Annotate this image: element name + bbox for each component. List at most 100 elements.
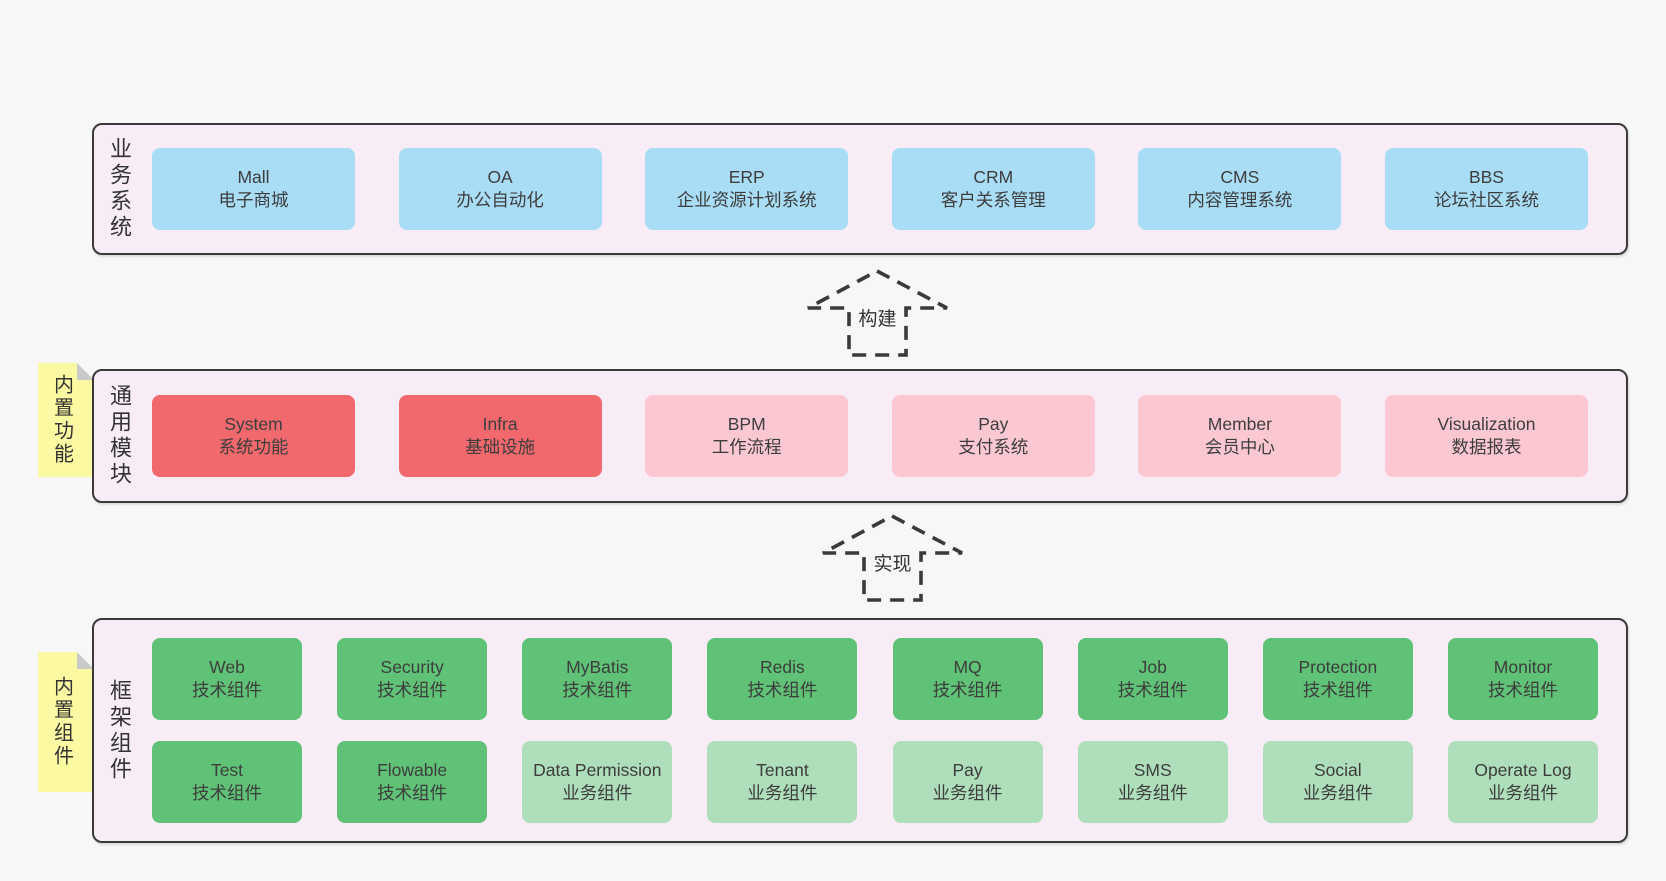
layer-label: 通用模块 <box>107 384 132 488</box>
module-name: Visualization <box>1437 413 1536 434</box>
module-name: Pay <box>952 759 983 780</box>
module-desc: 技术组件 <box>377 783 448 803</box>
module-desc: 业务组件 <box>1302 783 1373 803</box>
arrow-label: 实现 <box>870 548 915 577</box>
module-desc: 技术组件 <box>192 783 262 803</box>
module-box: Pay 支付系统 <box>891 395 1095 477</box>
module-desc: 支付系统 <box>958 437 1029 457</box>
sticky-note-label: 内置组件 <box>50 676 73 768</box>
module-box: Protection 技术组件 <box>1262 638 1413 720</box>
module-desc: 业务组件 <box>1117 783 1188 803</box>
module-desc: 技术组件 <box>377 680 448 700</box>
module-name: BBS <box>1468 166 1504 187</box>
module-desc: 业务组件 <box>932 783 1003 803</box>
module-name: OA <box>487 166 513 187</box>
module-desc: 技术组件 <box>192 680 262 700</box>
module-desc: 会员中心 <box>1204 437 1275 457</box>
module-box: Job 技术组件 <box>1077 638 1228 720</box>
module-desc: 技术组件 <box>1117 680 1188 700</box>
module-name: Mall <box>237 166 270 187</box>
module-name: CMS <box>1220 166 1260 187</box>
module-name: Operate Log <box>1474 759 1572 780</box>
module-box: SMS 业务组件 <box>1077 741 1228 823</box>
module-name: Job <box>1138 656 1167 677</box>
module-desc: 系统功能 <box>218 437 289 457</box>
sticky-note-label: 内置功能 <box>50 374 73 466</box>
module-box: MyBatis 技术组件 <box>522 638 673 720</box>
module-name: Member <box>1207 413 1272 434</box>
module-box: Infra 基础设施 <box>398 395 602 477</box>
module-box: Mall 电子商城 <box>152 148 355 230</box>
module-name: ERP <box>728 166 765 187</box>
layer-label: 业务系统 <box>107 137 132 241</box>
module-box: CRM 客户关系管理 <box>891 148 1095 230</box>
module-desc: 电子商城 <box>218 190 289 210</box>
module-box: Security 技术组件 <box>337 638 488 720</box>
layer-label: 框架组件 <box>107 678 132 783</box>
module-desc: 技术组件 <box>562 680 633 700</box>
module-box: Monitor 技术组件 <box>1447 638 1598 720</box>
module-name: Flowable <box>377 759 448 780</box>
module-box: ERP 企业资源计划系统 <box>645 148 849 230</box>
module-box: Social 业务组件 <box>1262 741 1413 823</box>
layer-business-systems: 业务系统 Mall 电子商城 OA 办公自动化 ERP 企业资源计划系统 <box>92 123 1628 255</box>
module-box: Pay 业务组件 <box>892 741 1043 823</box>
module-name: Web <box>209 656 245 677</box>
common-module-row: System 系统功能 Infra 基础设施 BPM 工作流程 Pay 支付系统 <box>134 371 1626 501</box>
module-box: Test 技术组件 <box>152 741 302 823</box>
module-desc: 技术组件 <box>747 680 818 700</box>
layer-common-modules: 通用模块 System 系统功能 Infra 基础设施 BPM 工作流程 <box>92 369 1628 503</box>
module-name: Protection <box>1298 656 1378 677</box>
module-box: OA 办公自动化 <box>398 148 602 230</box>
dashed-up-arrow-icon <box>822 513 963 602</box>
arrow-label: 构建 <box>855 303 900 332</box>
sticky-note-builtin-components: 内置组件 <box>38 652 94 792</box>
module-name: Data Permission <box>533 759 662 780</box>
module-box: System 系统功能 <box>152 395 355 477</box>
module-box: CMS 内容管理系统 <box>1138 148 1342 230</box>
module-desc: 数据报表 <box>1451 437 1522 457</box>
dashed-up-arrow-icon <box>807 268 948 357</box>
module-name: Monitor <box>1493 656 1553 677</box>
module-desc: 工作流程 <box>711 437 782 457</box>
module-desc: 内容管理系统 <box>1187 190 1293 210</box>
module-desc: 基础设施 <box>465 437 536 457</box>
module-box: Redis 技术组件 <box>707 638 858 720</box>
module-name: Pay <box>978 413 1009 434</box>
module-name: Test <box>210 759 244 780</box>
module-name: MQ <box>953 656 982 677</box>
module-name: MyBatis <box>566 656 629 677</box>
arrow-implement-icon: 实现 <box>820 512 965 604</box>
module-desc: 业务组件 <box>1487 783 1558 803</box>
module-name: Social <box>1314 759 1362 780</box>
module-name: Tenant <box>756 759 809 780</box>
module-name: Redis <box>760 656 805 677</box>
module-name: SMS <box>1133 759 1172 780</box>
module-box: Flowable 技术组件 <box>337 741 488 823</box>
module-desc: 技术组件 <box>1302 680 1373 700</box>
module-box: BBS 论坛社区系统 <box>1384 148 1588 230</box>
module-box: MQ 技术组件 <box>892 638 1043 720</box>
module-box: Web 技术组件 <box>152 638 302 720</box>
module-box: Data Permission 业务组件 <box>522 741 673 823</box>
module-box: Member 会员中心 <box>1138 395 1342 477</box>
module-desc: 客户关系管理 <box>940 190 1046 210</box>
module-desc: 企业资源计划系统 <box>676 190 817 210</box>
module-name: Infra <box>482 413 518 434</box>
module-name: Security <box>380 656 444 677</box>
sticky-note-builtin-features: 内置功能 <box>38 363 94 477</box>
module-desc: 办公自动化 <box>456 190 544 210</box>
business-system-row: Mall 电子商城 OA 办公自动化 ERP 企业资源计划系统 CRM 客户关系… <box>134 125 1626 253</box>
layer-framework-components: 框架组件 Web 技术组件 Security 技术组件 MyBatis 技术组件 <box>92 618 1628 843</box>
module-name: BPM <box>727 413 766 434</box>
module-name: System <box>224 413 283 434</box>
module-desc: 论坛社区系统 <box>1433 190 1539 210</box>
module-desc: 业务组件 <box>562 783 633 803</box>
module-desc: 技术组件 <box>1487 680 1558 700</box>
module-desc: 业务组件 <box>747 783 818 803</box>
module-box: Visualization 数据报表 <box>1384 395 1588 477</box>
module-box: BPM 工作流程 <box>645 395 849 477</box>
arrow-build-icon: 构建 <box>805 267 950 359</box>
module-desc: 技术组件 <box>932 680 1003 700</box>
